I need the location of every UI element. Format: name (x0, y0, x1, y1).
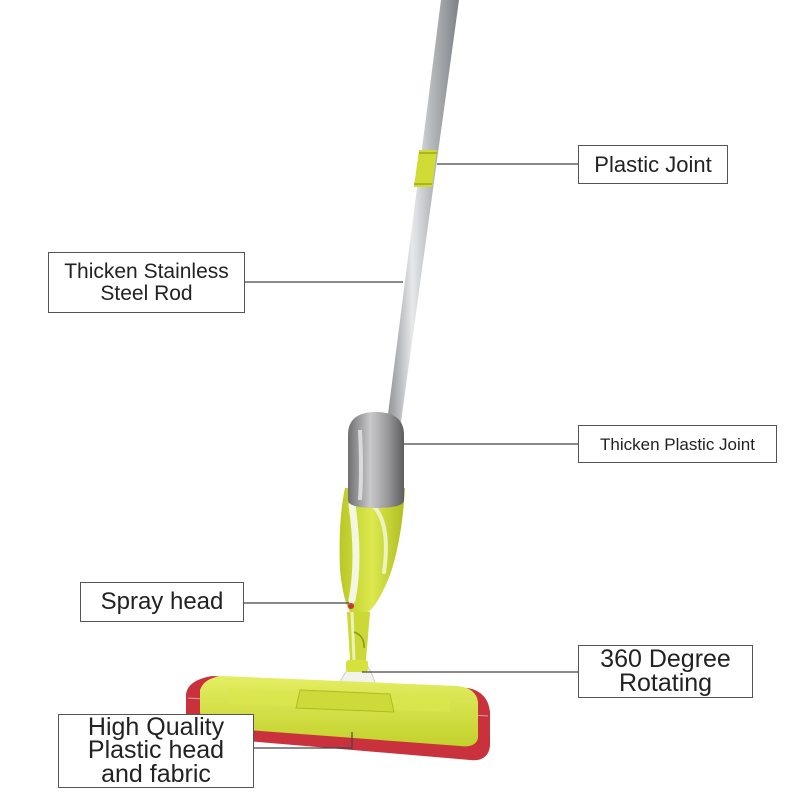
thicken-plastic-joint (348, 412, 404, 508)
label-steel-rod-line1: Thicken Stainless (64, 260, 229, 284)
label-thicken-plastic-joint: Thicken Plastic Joint (578, 425, 777, 463)
label-plastic-head-line2: Plastic head (87, 736, 225, 765)
spray-handle (339, 488, 405, 661)
label-360-rotating: 360 Degree Rotating (578, 645, 753, 698)
label-plastic-head: High Quality Plastic head and fabric (58, 714, 254, 788)
label-plastic-head-line1: High Quality (87, 713, 225, 742)
label-steel-rod-line2: Steel Rod (100, 281, 193, 305)
leader-lines (244, 163, 578, 749)
plastic-joint (414, 150, 437, 187)
leader-plastic-head (254, 732, 353, 749)
label-spray-head: Spray head (80, 582, 244, 622)
label-plastic-joint: Plastic Joint (578, 145, 728, 184)
label-plastic-joint-text: Plastic Joint (594, 151, 712, 177)
spray-nozzle (348, 603, 354, 609)
label-rotating-line2: Rotating (618, 668, 713, 697)
label-steel-rod: Thicken Stainless Steel Rod (48, 252, 245, 313)
mop-pad (186, 676, 490, 761)
steel-rod (387, 0, 459, 422)
label-plastic-head-line3: and fabric (101, 759, 211, 788)
label-spray-head-text: Spray head (100, 588, 224, 615)
label-rotating-line1: 360 Degree (600, 644, 731, 673)
label-thicken-plastic-joint-text: Thicken Plastic Joint (600, 434, 755, 454)
